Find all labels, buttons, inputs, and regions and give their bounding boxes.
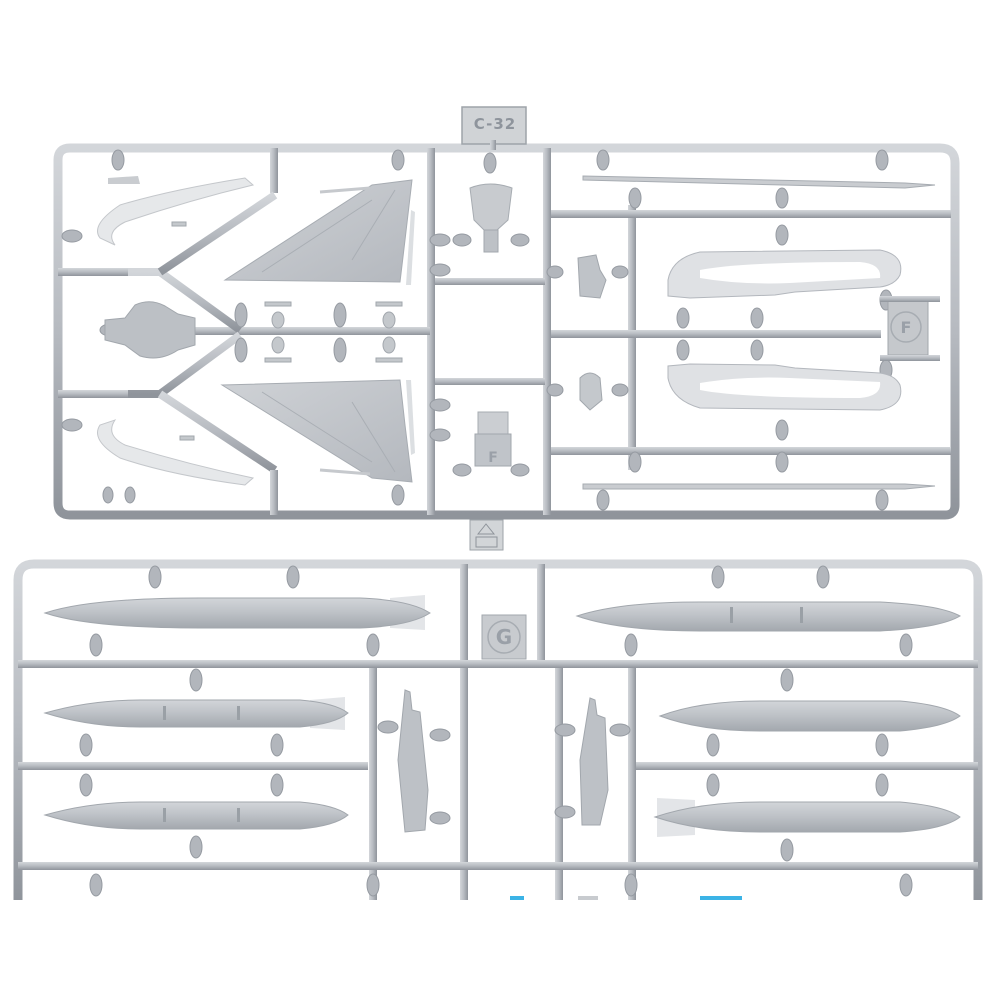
part-code-f-bottom: F (488, 450, 498, 466)
part-code-f-right: F (901, 318, 912, 337)
sprue-top: F F (53, 106, 960, 551)
pitot-lower (406, 380, 415, 455)
fuel-tank-mid-left (43, 697, 349, 730)
fuel-tank-top-right (575, 601, 962, 632)
nozzle-small (108, 176, 140, 184)
sprue-bottom: G (13, 559, 983, 900)
fuel-tank-bottom-left (43, 801, 349, 830)
pylon-right (579, 697, 609, 826)
pitot-upper (406, 210, 415, 285)
seat-base (477, 411, 509, 435)
tail-fin-upper (223, 179, 413, 283)
fuel-tank-bottom-right (653, 798, 961, 837)
canopy-rail-upper (97, 177, 255, 246)
fuel-tank-top-left (43, 595, 431, 630)
seat-back (469, 183, 513, 231)
bracket-small (577, 254, 607, 299)
part-code-g: G (496, 625, 512, 649)
canopy-rail-lower (97, 419, 255, 486)
tail-fin-lower (220, 379, 413, 483)
fuel-tank-mid-right (658, 700, 961, 732)
nose-cone (104, 301, 196, 359)
pylon-left (397, 689, 429, 833)
sprue-tag-label: C-32 (473, 115, 517, 133)
